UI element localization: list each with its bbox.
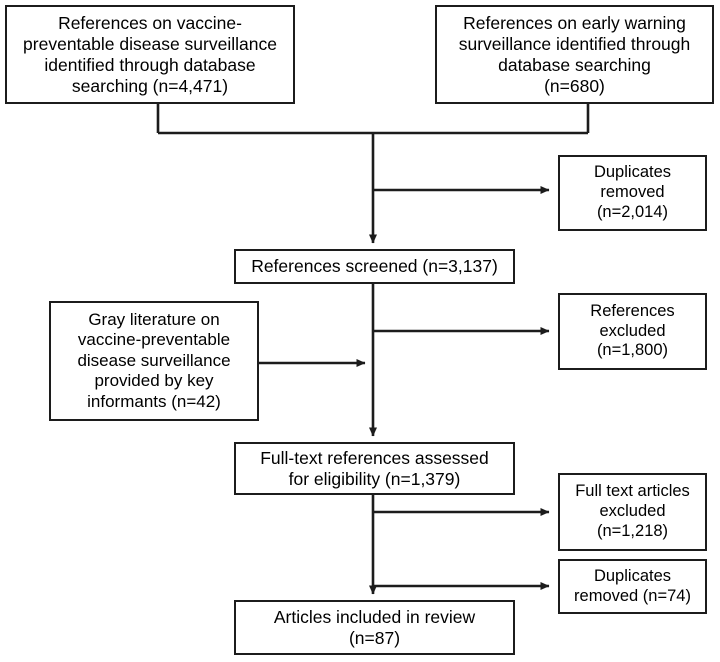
node-db-ews-label: References on early warning surveillance… (458, 12, 691, 96)
node-references-screened: References screened (n=3,137) (234, 249, 515, 284)
node-duplicates-removed-fulltext: Duplicates removed (n=74) (558, 559, 707, 614)
node-references-screened-label: References screened (n=3,137) (251, 256, 498, 276)
node-articles-included: Articles included in review (n=87) (234, 600, 515, 655)
node-articles-included-label: Articles included in review (n=87) (273, 606, 476, 648)
node-fulltext-excluded: Full text articles excluded (n=1,218) (558, 473, 707, 551)
node-gray-literature-label: Gray literature on vaccine-preventable d… (77, 310, 231, 411)
node-fulltext-excluded-label: Full text articles excluded (n=1,218) (575, 482, 690, 540)
node-gray-literature: Gray literature on vaccine-preventable d… (49, 301, 259, 421)
node-database-vaccine-preventable: References on vaccine- preventable disea… (5, 5, 295, 104)
node-references-excluded: References excluded (n=1,800) (558, 293, 707, 370)
node-fulltext-assessed: Full-text references assessed for eligib… (234, 442, 515, 495)
node-duplicates-removed-screening-label: Duplicates removed (n=2,014) (593, 163, 672, 221)
node-fulltext-assessed-label: Full-text references assessed for eligib… (260, 447, 489, 489)
node-duplicates-removed-fulltext-label: Duplicates removed (n=74) (574, 566, 691, 605)
node-duplicates-removed-screening: Duplicates removed (n=2,014) (558, 155, 707, 231)
node-database-early-warning: References on early warning surveillance… (435, 5, 714, 104)
node-db-vpd-label: References on vaccine- preventable disea… (23, 12, 277, 96)
node-references-excluded-label: References excluded (n=1,800) (590, 301, 675, 360)
